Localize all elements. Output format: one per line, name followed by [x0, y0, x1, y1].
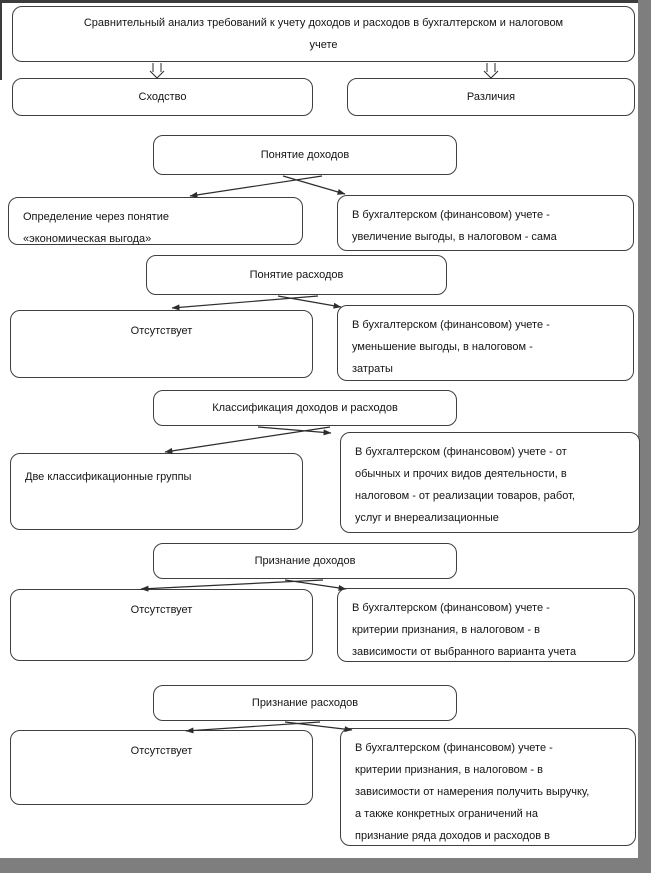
similarity-box-expense-recognition: Отсутствует	[10, 730, 313, 805]
column-header-similarity: Сходство	[12, 78, 313, 116]
split-arrow-income-concept	[189, 175, 346, 198]
difference-box-income-concept: В бухгалтерском (финансовом) учете - уве…	[337, 195, 634, 251]
section-header-expense-recognition: Признание расходов	[153, 685, 457, 721]
section-header-income-concept: Понятие доходов	[153, 135, 457, 175]
section-header-classification: Классификация доходов и расходов	[153, 390, 457, 426]
split-arrow-income-recognition	[140, 579, 347, 592]
frame-bottom-bar	[0, 858, 651, 873]
difference-box-classification: В бухгалтерском (финансовом) учете - от …	[340, 432, 640, 533]
similarity-box-classification: Две классификационные группы	[10, 453, 303, 530]
double-down-arrow-icon-left	[149, 63, 165, 79]
frame-top-edge	[0, 0, 651, 3]
frame-left-edge	[0, 0, 2, 80]
difference-box-expense-concept: В бухгалтерском (финансовом) учете - уме…	[337, 305, 634, 381]
section-header-income-recognition: Признание доходов	[153, 543, 457, 579]
difference-box-expense-recognition: В бухгалтерском (финансовом) учете - кри…	[340, 728, 636, 846]
difference-box-income-recognition: В бухгалтерском (финансовом) учете - кри…	[337, 588, 635, 662]
split-arrow-classification	[164, 426, 332, 454]
split-arrow-expense-concept	[171, 295, 342, 311]
diagram-title-box: Сравнительный анализ требований к учету …	[12, 6, 635, 62]
section-header-expense-concept: Понятие расходов	[146, 255, 447, 295]
similarity-box-expense-concept: Отсутствует	[10, 310, 313, 378]
similarity-box-income-concept: Определение через понятие «экономическая…	[8, 197, 303, 245]
similarity-box-income-recognition: Отсутствует	[10, 589, 313, 661]
double-down-arrow-icon-right	[483, 63, 499, 79]
column-header-difference: Различия	[347, 78, 635, 116]
frame-right-strip	[638, 0, 651, 873]
